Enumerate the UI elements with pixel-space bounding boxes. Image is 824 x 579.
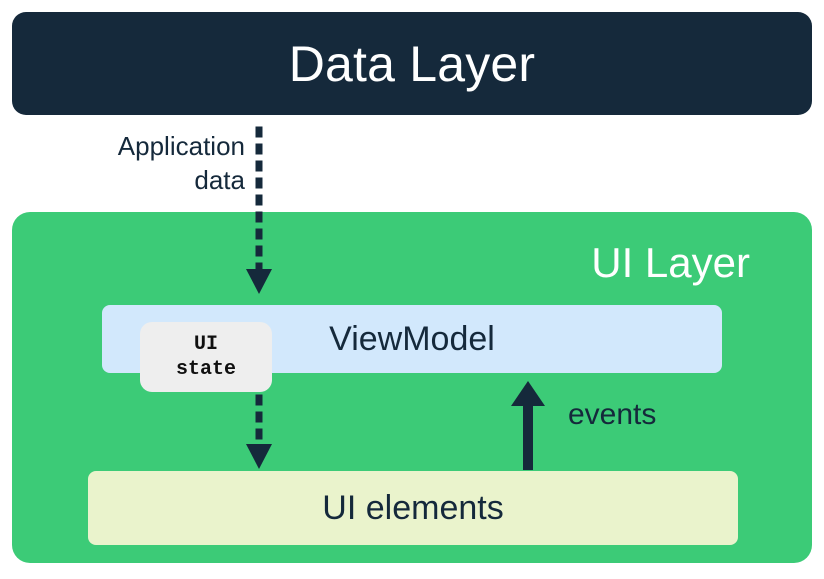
ui-state-chip-line2: state	[175, 358, 236, 381]
data-layer-title: Data Layer	[288, 35, 536, 92]
ui-layer-title: UI Layer	[591, 239, 750, 286]
data-layer-box: Data Layer	[12, 12, 812, 115]
viewmodel-label: ViewModel	[329, 320, 495, 358]
application-data-label: Application data	[40, 130, 245, 198]
application-data-label-line1: Application	[117, 131, 245, 161]
ui-state-chip: UI state	[140, 322, 272, 392]
events-label: events	[568, 398, 657, 431]
application-data-label-line2: data	[194, 164, 245, 195]
ui-elements-label: UI elements	[322, 489, 504, 527]
ui-elements-box: UI elements	[88, 471, 738, 545]
ui-state-chip-line1: UI	[193, 333, 218, 356]
